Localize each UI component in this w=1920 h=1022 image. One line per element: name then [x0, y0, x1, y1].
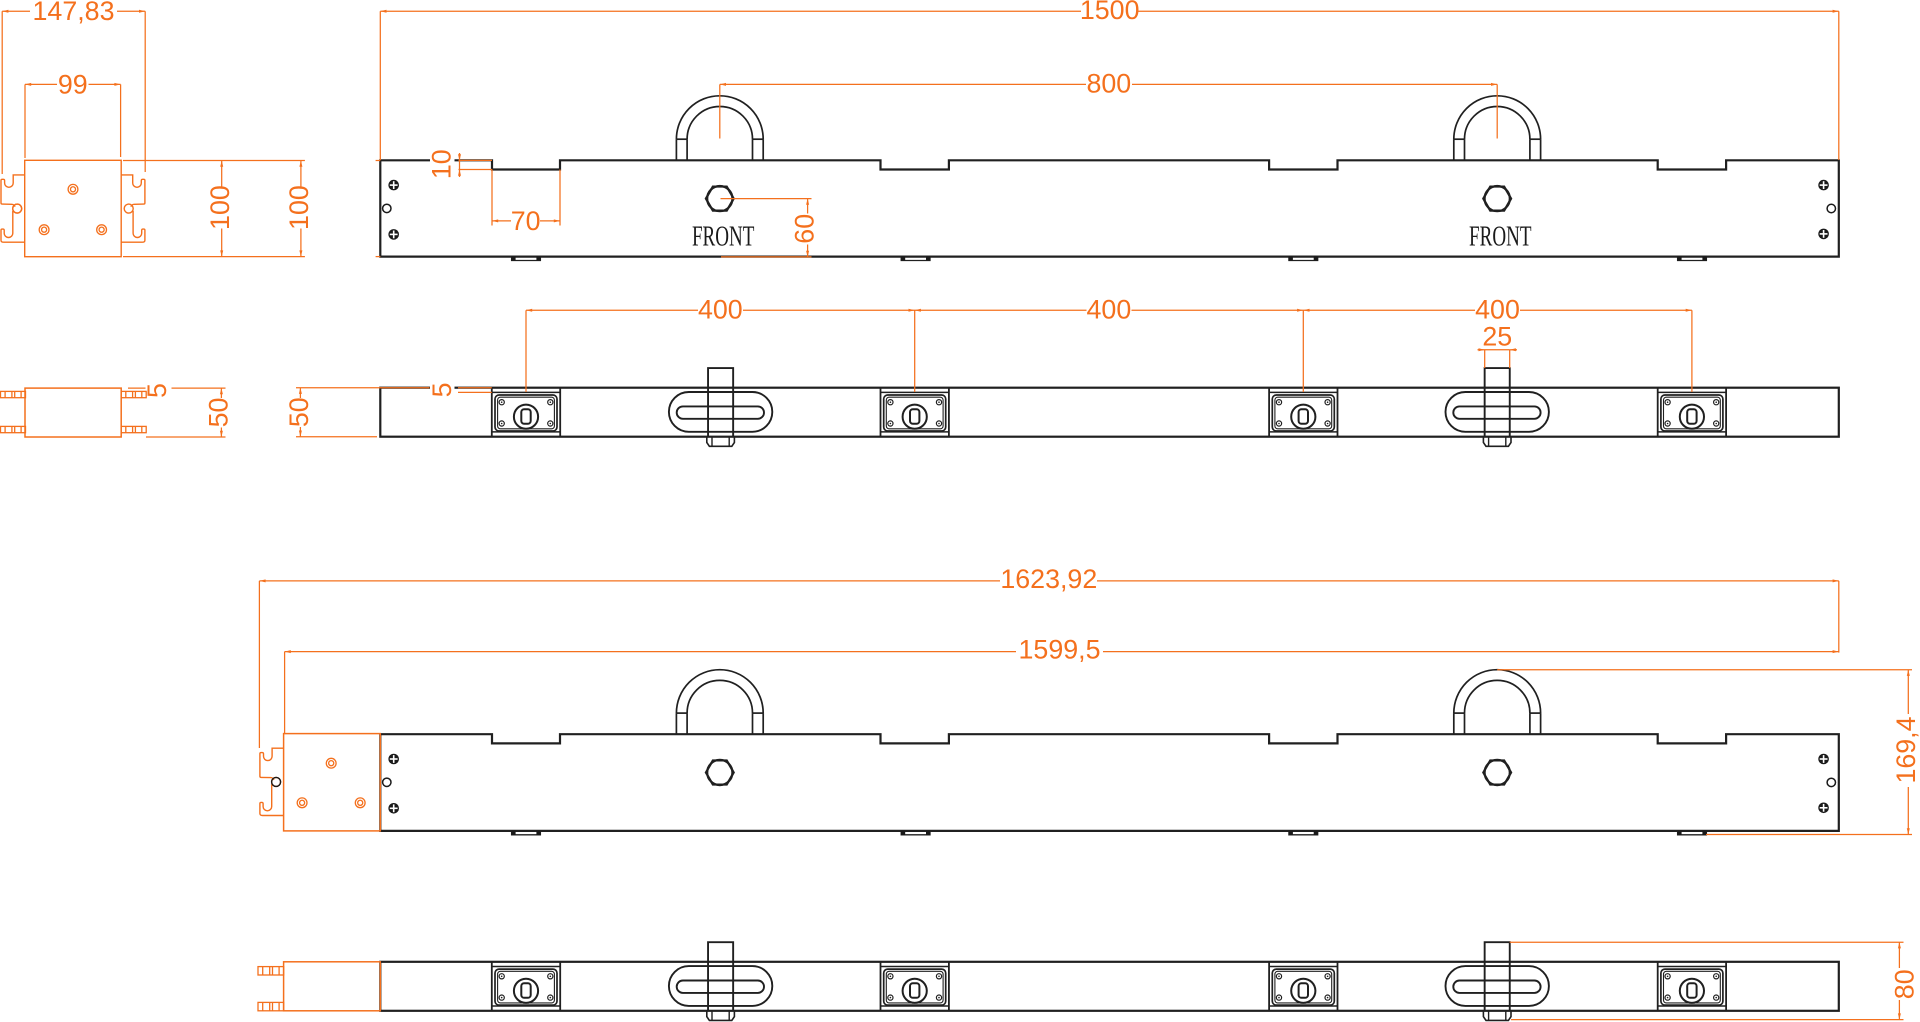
svg-text:400: 400: [1087, 294, 1132, 324]
svg-text:FRONT: FRONT: [692, 222, 755, 253]
svg-text:169,4: 169,4: [1891, 716, 1920, 783]
svg-text:50: 50: [284, 397, 314, 427]
svg-text:147,83: 147,83: [33, 0, 115, 26]
svg-text:800: 800: [1086, 68, 1131, 98]
svg-text:FRONT: FRONT: [1469, 222, 1532, 253]
svg-text:400: 400: [698, 294, 743, 324]
svg-text:80: 80: [1890, 969, 1920, 999]
svg-text:1599,5: 1599,5: [1019, 635, 1101, 665]
svg-text:10: 10: [427, 149, 457, 179]
svg-text:5: 5: [427, 382, 457, 397]
svg-text:50: 50: [203, 398, 233, 428]
svg-text:5: 5: [142, 383, 172, 398]
svg-text:400: 400: [1475, 294, 1520, 324]
svg-text:100: 100: [205, 185, 235, 230]
svg-text:1623,92: 1623,92: [1000, 564, 1097, 594]
svg-text:99: 99: [58, 69, 88, 99]
svg-text:1500: 1500: [1080, 0, 1140, 25]
svg-text:25: 25: [1482, 322, 1512, 352]
svg-text:70: 70: [511, 206, 541, 236]
svg-text:100: 100: [284, 185, 314, 230]
svg-text:60: 60: [789, 214, 819, 244]
